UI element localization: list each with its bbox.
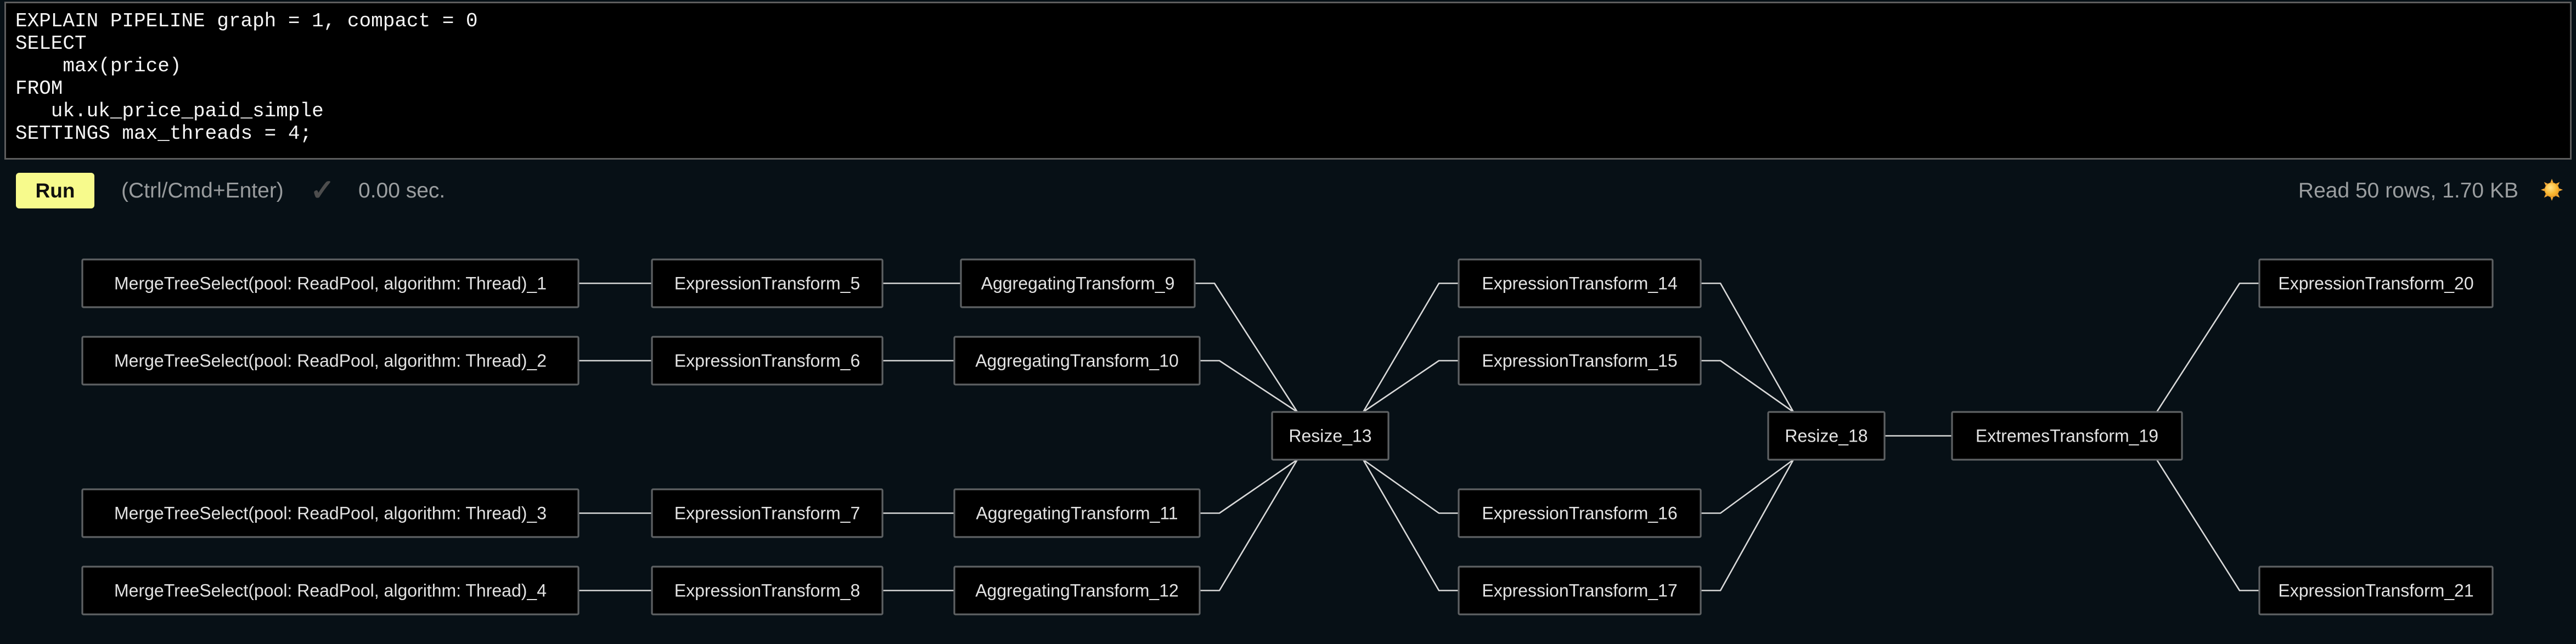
graph-node-label: Resize_18 <box>1785 426 1868 446</box>
graph-edge-AggregatingTransform_10-to-Resize_13 <box>1200 360 1298 413</box>
graph-edge-Resize_13-to-ExpressionTransform_17 <box>1362 459 1459 591</box>
graph-node-box <box>2258 566 2494 615</box>
graph-node-ExpressionTransform_17: ExpressionTransform_17 <box>1458 566 1702 615</box>
graph-node-label: ExpressionTransform_14 <box>1482 274 1677 293</box>
run-button[interactable]: Run <box>16 173 94 208</box>
graph-node-box <box>953 488 1201 538</box>
graph-node-box <box>1458 488 1702 538</box>
graph-node-label: MergeTreeSelect(pool: ReadPool, algorith… <box>114 581 547 601</box>
graph-node-label: ExpressionTransform_15 <box>1482 351 1677 371</box>
graph-node-MergeTreeSelect_2: MergeTreeSelect(pool: ReadPool, algorith… <box>81 336 580 386</box>
graph-node-ExpressionTransform_6: ExpressionTransform_6 <box>651 336 884 386</box>
graph-edge-ExtremesTransform_19-to-ExpressionTransform_20 <box>2156 283 2259 413</box>
elapsed-time: 0.00 sec. <box>358 178 446 202</box>
graph-node-box <box>2258 258 2494 308</box>
toolbar: Run (Ctrl/Cmd+Enter) ✓ 0.00 sec. Read 50… <box>0 160 2576 225</box>
sun-icon <box>2540 178 2563 201</box>
graph-node-box <box>651 336 884 386</box>
graph-node-MergeTreeSelect_3: MergeTreeSelect(pool: ReadPool, algorith… <box>81 488 580 538</box>
graph-node-ExpressionTransform_16: ExpressionTransform_16 <box>1458 488 1702 538</box>
graph-edge-AggregatingTransform_11-to-Resize_13 <box>1200 459 1298 514</box>
graph-node-label: ExpressionTransform_6 <box>674 351 860 371</box>
run-shortcut-hint: (Ctrl/Cmd+Enter) <box>121 178 284 202</box>
graph-node-label: AggregatingTransform_10 <box>975 351 1179 371</box>
graph-node-box <box>81 336 580 386</box>
graph-node-box <box>953 566 1201 615</box>
graph-node-AggregatingTransform_12: AggregatingTransform_12 <box>953 566 1201 615</box>
graph-node-label: MergeTreeSelect(pool: ReadPool, algorith… <box>114 274 547 293</box>
graph-node-box <box>81 488 580 538</box>
graph-edge-ExpressionTransform_15-to-Resize_18 <box>1701 360 1794 413</box>
graph-node-box <box>651 488 884 538</box>
graph-node-label: ExpressionTransform_5 <box>674 274 860 293</box>
graph-node-ExpressionTransform_20: ExpressionTransform_20 <box>2258 258 2494 308</box>
graph-edge-ExtremesTransform_19-to-ExpressionTransform_21 <box>2156 459 2259 591</box>
graph-node-label: ExtremesTransform_19 <box>1976 426 2158 446</box>
graph-node-label: ExpressionTransform_20 <box>2278 274 2473 293</box>
graph-node-ExpressionTransform_15: ExpressionTransform_15 <box>1458 336 1702 386</box>
sql-editor-text[interactable]: EXPLAIN PIPELINE graph = 1, compact = 0 … <box>15 10 478 145</box>
graph-node-label: AggregatingTransform_11 <box>976 504 1178 523</box>
graph-node-ExtremesTransform_19: ExtremesTransform_19 <box>1951 411 2183 461</box>
graph-node-label: MergeTreeSelect(pool: ReadPool, algorith… <box>114 504 547 523</box>
graph-node-box <box>1951 411 2183 461</box>
success-check-icon: ✓ <box>310 173 335 207</box>
graph-node-AggregatingTransform_10: AggregatingTransform_10 <box>953 336 1201 386</box>
graph-edge-AggregatingTransform_12-to-Resize_13 <box>1200 459 1298 591</box>
graph-edge-ExpressionTransform_14-to-Resize_18 <box>1701 283 1795 413</box>
graph-node-MergeTreeSelect_1: MergeTreeSelect(pool: ReadPool, algorith… <box>81 258 580 308</box>
graph-node-label: AggregatingTransform_12 <box>975 581 1179 601</box>
graph-node-Resize_13: Resize_13 <box>1271 411 1390 461</box>
graph-node-ExpressionTransform_8: ExpressionTransform_8 <box>651 566 884 615</box>
graph-node-box <box>953 336 1201 386</box>
graph-edge-AggregatingTransform_9-to-Resize_13 <box>1195 283 1298 413</box>
graph-edge-Resize_13-to-ExpressionTransform_15 <box>1363 360 1459 413</box>
graph-node-label: ExpressionTransform_16 <box>1482 504 1677 523</box>
sql-editor[interactable]: EXPLAIN PIPELINE graph = 1, compact = 0 … <box>4 2 2572 160</box>
graph-node-Resize_18: Resize_18 <box>1767 411 1886 461</box>
graph-node-box <box>1458 336 1702 386</box>
graph-node-label: ExpressionTransform_7 <box>674 504 860 523</box>
read-stats: Read 50 rows, 1.70 KB <box>2298 178 2518 202</box>
graph-node-ExpressionTransform_7: ExpressionTransform_7 <box>651 488 884 538</box>
graph-node-box <box>81 258 580 308</box>
graph-edge-Resize_13-to-ExpressionTransform_16 <box>1363 459 1459 514</box>
graph-node-label: AggregatingTransform_9 <box>981 274 1175 293</box>
graph-node-box <box>1458 258 1702 308</box>
graph-node-MergeTreeSelect_4: MergeTreeSelect(pool: ReadPool, algorith… <box>81 566 580 615</box>
graph-node-ExpressionTransform_21: ExpressionTransform_21 <box>2258 566 2494 615</box>
graph-edge-ExpressionTransform_17-to-Resize_18 <box>1701 459 1795 591</box>
theme-toggle-button[interactable] <box>2539 177 2564 202</box>
graph-node-label: ExpressionTransform_17 <box>1482 581 1677 601</box>
graph-node-box <box>1271 411 1390 461</box>
graph-node-label: ExpressionTransform_21 <box>2278 581 2473 601</box>
graph-node-box <box>1458 566 1702 615</box>
graph-node-label: Resize_13 <box>1289 426 1371 446</box>
graph-node-ExpressionTransform_5: ExpressionTransform_5 <box>651 258 884 308</box>
graph-node-AggregatingTransform_11: AggregatingTransform_11 <box>953 488 1201 538</box>
graph-node-box <box>651 566 884 615</box>
graph-edge-Resize_13-to-ExpressionTransform_14 <box>1362 283 1459 413</box>
graph-node-box <box>81 566 580 615</box>
graph-node-label: MergeTreeSelect(pool: ReadPool, algorith… <box>114 351 547 371</box>
graph-node-box <box>651 258 884 308</box>
graph-node-box <box>1767 411 1886 461</box>
graph-edge-ExpressionTransform_16-to-Resize_18 <box>1701 459 1794 514</box>
graph-node-ExpressionTransform_14: ExpressionTransform_14 <box>1458 258 1702 308</box>
graph-node-label: ExpressionTransform_8 <box>674 581 860 601</box>
graph-node-AggregatingTransform_9: AggregatingTransform_9 <box>960 258 1196 308</box>
graph-node-box <box>960 258 1196 308</box>
